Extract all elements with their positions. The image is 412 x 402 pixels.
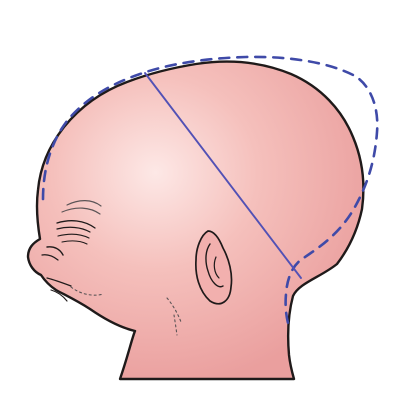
mouth-line bbox=[46, 277, 72, 287]
eye-crease-4 bbox=[61, 240, 88, 245]
neck-dots bbox=[173, 314, 178, 336]
eye-crease-2 bbox=[56, 226, 91, 233]
eye-crease-1 bbox=[56, 220, 96, 229]
nose-bottom-line bbox=[41, 254, 59, 261]
head-measurement-line bbox=[144, 72, 302, 279]
brow-crease-2 bbox=[61, 207, 101, 215]
eye-crease-3 bbox=[57, 233, 90, 239]
jaw-dots bbox=[166, 297, 182, 323]
lower-lip-line bbox=[50, 289, 68, 302]
head-shape bbox=[26, 60, 365, 381]
dashed-elongated-head bbox=[41, 55, 379, 325]
ear-fold-curve bbox=[213, 256, 220, 279]
brow-crease-1 bbox=[66, 200, 102, 207]
nostril-line bbox=[46, 246, 64, 256]
cheek-dots bbox=[70, 286, 105, 296]
ear-inner-curve bbox=[205, 243, 224, 288]
